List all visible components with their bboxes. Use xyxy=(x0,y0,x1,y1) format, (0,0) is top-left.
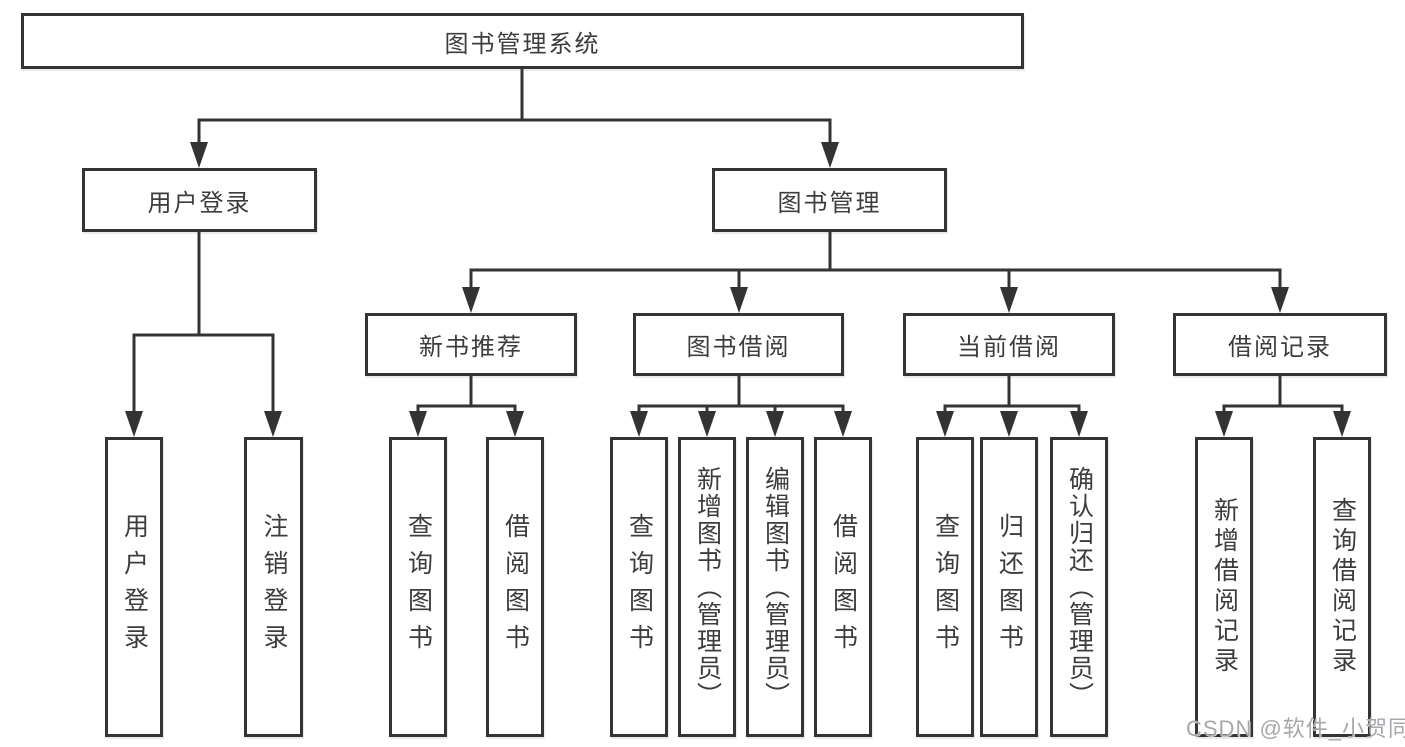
node-borrow-record-label: 借阅记录 xyxy=(1228,334,1332,361)
leaf-query-books-borrow-label: 查询图书 xyxy=(625,513,654,661)
node-borrow-record: 借阅记录 xyxy=(1173,313,1387,376)
leaf-borrow-books-borrow-label: 借阅图书 xyxy=(829,513,858,661)
leaf-borrow-books-recommend: 借阅图书 xyxy=(486,437,544,737)
leaf-add-book-admin: 新增图书（管理员） xyxy=(678,437,736,737)
leaf-borrow-books-borrow: 借阅图书 xyxy=(814,437,872,737)
leaf-query-books-borrow: 查询图书 xyxy=(610,437,668,737)
node-book-management: 图书管理 xyxy=(712,168,947,232)
leaf-query-books-current: 查询图书 xyxy=(916,437,974,737)
leaf-edit-book-admin-label: 编辑图书（管理员） xyxy=(761,465,790,709)
node-current-borrow-label: 当前借阅 xyxy=(957,334,1061,361)
leaf-query-borrow-record: 查询借阅记录 xyxy=(1313,437,1371,737)
node-book-borrow: 图书借阅 xyxy=(633,313,844,376)
node-user-login: 用户登录 xyxy=(82,168,317,232)
leaf-add-book-admin-label: 新增图书（管理员） xyxy=(693,465,722,709)
leaf-return-book-label: 归还图书 xyxy=(995,513,1024,661)
leaf-logout-label: 注销登录 xyxy=(260,513,288,661)
leaf-confirm-return-admin-label: 确认归还（管理员） xyxy=(1065,465,1094,709)
leaf-query-books-recommend: 查询图书 xyxy=(389,437,447,737)
leaf-user-login-label: 用户登录 xyxy=(120,513,149,661)
arrowhead-icons xyxy=(125,142,1351,437)
leaf-query-borrow-record-label: 查询借阅记录 xyxy=(1328,497,1357,677)
node-new-book-recommend-label: 新书推荐 xyxy=(419,334,523,361)
leaf-confirm-return-admin: 确认归还（管理员） xyxy=(1050,437,1108,737)
node-book-management-label: 图书管理 xyxy=(777,189,882,217)
leaf-logout: 注销登录 xyxy=(244,437,303,737)
leaf-edit-book-admin: 编辑图书（管理员） xyxy=(746,437,804,737)
leaf-query-books-recommend-label: 查询图书 xyxy=(404,513,433,661)
leaf-return-book: 归还图书 xyxy=(980,437,1038,737)
node-new-book-recommend: 新书推荐 xyxy=(365,313,577,376)
leaf-query-books-current-label: 查询图书 xyxy=(931,513,960,661)
node-root: 图书管理系统 xyxy=(21,13,1024,69)
leaf-user-login: 用户登录 xyxy=(105,437,163,737)
leaf-add-borrow-record-label: 新增借阅记录 xyxy=(1210,497,1239,677)
leaf-add-borrow-record: 新增借阅记录 xyxy=(1195,437,1253,737)
node-book-borrow-label: 图书借阅 xyxy=(686,334,791,361)
leaf-borrow-books-recommend-label: 借阅图书 xyxy=(501,513,530,661)
node-root-label: 图书管理系统 xyxy=(444,30,601,58)
node-user-login-label: 用户登录 xyxy=(147,189,252,217)
node-current-borrow: 当前借阅 xyxy=(903,313,1115,376)
